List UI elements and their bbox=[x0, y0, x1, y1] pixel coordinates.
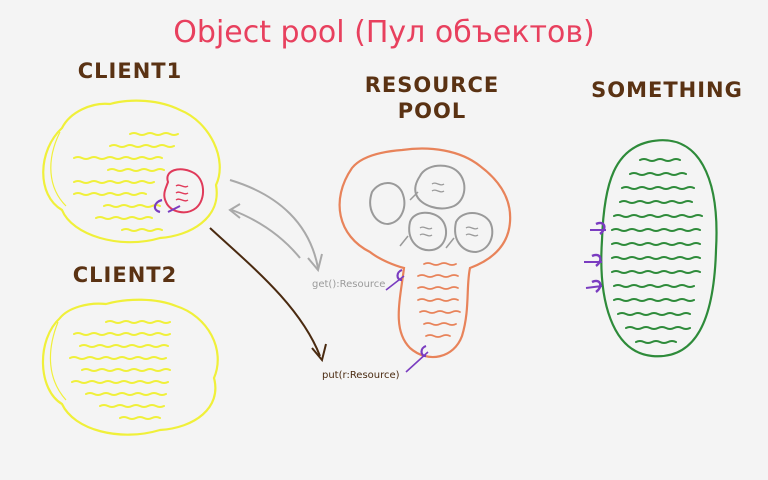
pool-line bbox=[423, 262, 457, 266]
resource-pool-label-line1: RESOURCE bbox=[365, 73, 499, 97]
client1-held-resource bbox=[163, 168, 204, 214]
client1-line bbox=[121, 228, 163, 232]
client1-label: CLIENT1 bbox=[78, 59, 182, 83]
client2-line bbox=[81, 368, 171, 372]
pool-line bbox=[423, 322, 457, 326]
client1-line bbox=[103, 204, 161, 208]
pool-resource-empty bbox=[369, 182, 406, 226]
client1-line bbox=[95, 216, 153, 220]
pool-resource-face-1 bbox=[409, 164, 466, 210]
something-line bbox=[611, 270, 701, 274]
client2-line bbox=[85, 392, 167, 396]
something-line bbox=[613, 284, 695, 288]
client1-connector-icon bbox=[153, 198, 181, 214]
client1-line bbox=[73, 180, 155, 184]
pool-resource-face-3 bbox=[445, 212, 494, 254]
pool-resource-face-2 bbox=[399, 211, 448, 252]
client1-line bbox=[109, 144, 175, 148]
client2-line bbox=[119, 416, 161, 420]
client1-content-lines bbox=[73, 132, 179, 232]
something-line bbox=[611, 256, 701, 260]
client1-line bbox=[107, 168, 165, 172]
something-content-lines bbox=[611, 158, 703, 344]
something-line bbox=[639, 158, 681, 162]
pool-line bbox=[417, 298, 459, 302]
client2-line bbox=[71, 380, 169, 384]
resource-pool-label-line2: POOL bbox=[398, 99, 466, 123]
pool-line bbox=[417, 286, 459, 290]
something-line bbox=[617, 312, 691, 316]
client2-blob bbox=[41, 298, 219, 436]
something-label: SOMETHING bbox=[591, 78, 743, 102]
something-line bbox=[625, 326, 691, 330]
resource-pool-blob bbox=[338, 147, 512, 358]
client2-line bbox=[99, 404, 165, 408]
diagram-title: Object pool (Пул объектов) bbox=[173, 15, 594, 50]
client1-line bbox=[73, 156, 163, 160]
something-line bbox=[611, 242, 701, 246]
pool-put-connector-icon bbox=[405, 344, 429, 373]
something-line bbox=[621, 186, 695, 190]
something-line bbox=[613, 298, 695, 302]
pool-line bbox=[425, 334, 451, 338]
client2-content-lines bbox=[69, 320, 171, 420]
put-arrow-label: put(r:Resource) bbox=[322, 370, 400, 381]
pool-get-connector-icon bbox=[385, 268, 405, 291]
something-blob bbox=[600, 139, 718, 358]
client2-line bbox=[73, 332, 171, 336]
client1-line bbox=[73, 192, 147, 196]
get-arrow bbox=[228, 179, 323, 273]
client2-line bbox=[105, 320, 171, 324]
something-line bbox=[611, 228, 701, 232]
pool-content-lines bbox=[417, 262, 461, 338]
client2-line bbox=[69, 356, 167, 360]
something-line bbox=[619, 200, 693, 204]
something-line bbox=[613, 214, 703, 218]
client1-blob bbox=[42, 99, 221, 244]
client2-line bbox=[79, 344, 169, 348]
get-arrow-label: get():Resource bbox=[312, 279, 385, 290]
pool-line bbox=[417, 274, 459, 278]
put-arrow bbox=[209, 227, 327, 363]
pool-line bbox=[419, 310, 461, 314]
client1-line bbox=[129, 132, 179, 136]
something-connector-icons bbox=[584, 221, 606, 293]
something-line bbox=[635, 340, 677, 344]
client2-label: CLIENT2 bbox=[73, 263, 177, 287]
something-line bbox=[629, 172, 687, 176]
